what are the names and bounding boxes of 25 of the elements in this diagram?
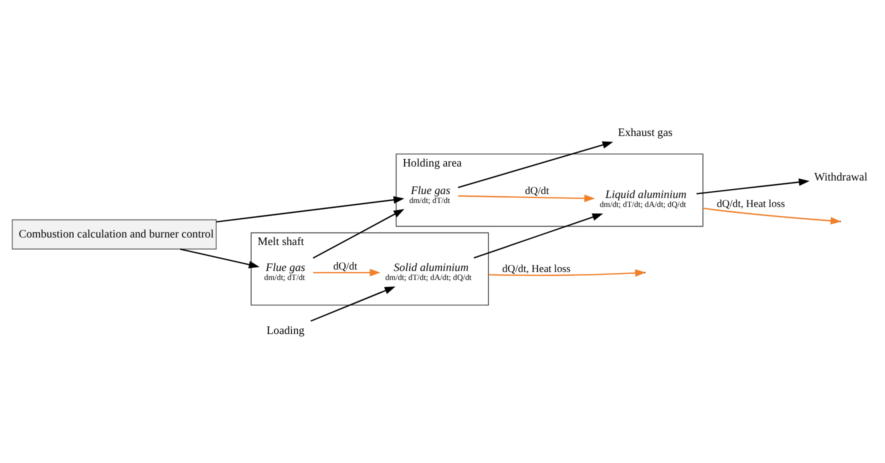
node-label: dm/dt; dT/dt; dA/dt; dQ/dt (385, 272, 472, 282)
arrow (474, 212, 604, 258)
node-text: Loading (266, 324, 304, 337)
arrow (313, 268, 381, 276)
edge-label: dQ/dt (524, 186, 549, 197)
edge-label: dQ/dt (333, 261, 358, 272)
node-label: dm/dt; dT/dt (409, 195, 450, 204)
node-text: Solid aluminium (394, 262, 469, 274)
arrow (696, 178, 810, 194)
node-label: dm/dt; dT/dt (264, 272, 305, 282)
node-text: Withdrawal (814, 171, 868, 184)
node-text: Exhaust gas (618, 126, 673, 138)
edge-label: dQ/dt, Heat loss (502, 264, 570, 275)
node-box: Combustion calculation and burner control (12, 218, 217, 249)
arrow (216, 196, 404, 222)
arrow (312, 208, 404, 258)
arrow (310, 286, 396, 322)
node-text: Flue gas (410, 184, 450, 196)
node-text: Flue gas (266, 262, 306, 274)
arrow (180, 248, 260, 268)
node-label: dm/dt; dT/dt; dA/dt; dQ/dt (600, 199, 686, 208)
node-text: Liquid aluminium (605, 188, 687, 201)
edge-label: dQ/dt, Heat loss (716, 198, 785, 210)
arrow (458, 140, 614, 188)
arrow (458, 194, 596, 202)
